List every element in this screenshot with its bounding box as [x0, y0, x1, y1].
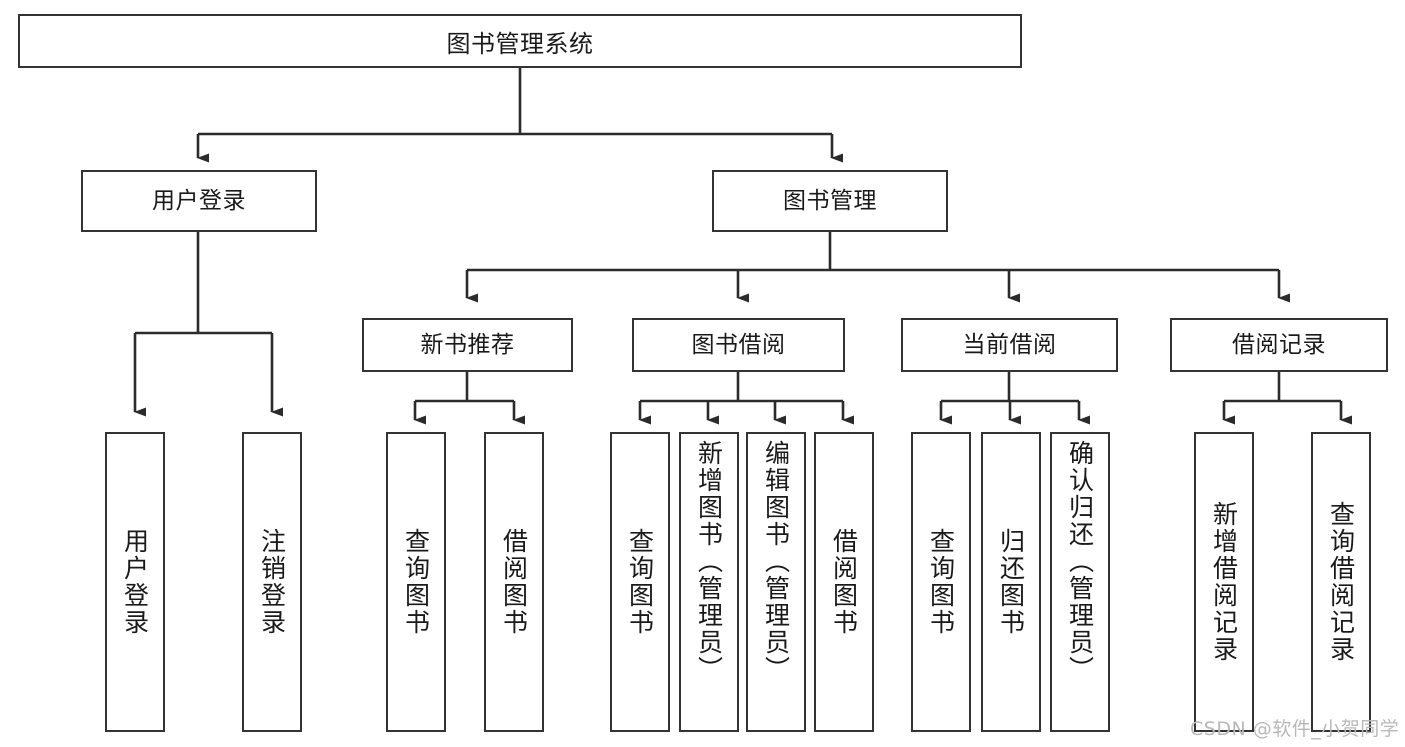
node-label: 查询图书	[401, 528, 431, 636]
node-label: 图书管理系统	[446, 29, 594, 58]
node-label: 用户登录	[120, 528, 150, 636]
node-label: 用户登录	[152, 187, 246, 214]
node-label: 归还图书	[996, 528, 1026, 636]
node-leaf-query-book-2[interactable]: 查询图书	[610, 432, 670, 732]
node-leaf-add-book[interactable]: 新增图书（管理员）	[679, 432, 739, 732]
node-leaf-borrow-book-2[interactable]: 借阅图书	[814, 432, 874, 732]
node-label: 图书借阅	[691, 331, 786, 358]
node-root-system[interactable]: 图书管理系统	[18, 14, 1022, 68]
node-borrow-record[interactable]: 借阅记录	[1170, 318, 1388, 372]
csdn-watermark: CSDN @软件_小贺同学	[1190, 718, 1400, 740]
node-label: 当前借阅	[962, 331, 1057, 358]
node-leaf-user-login[interactable]: 用户登录	[105, 432, 165, 732]
node-label: 编辑图书（管理员）	[761, 440, 791, 683]
node-leaf-query-book-1[interactable]: 查询图书	[386, 432, 446, 732]
node-label: 新增借阅记录	[1209, 501, 1239, 663]
node-label: 借阅记录	[1232, 331, 1326, 358]
node-leaf-confirm-return[interactable]: 确认归还（管理员）	[1050, 432, 1110, 732]
node-label: 借阅图书	[829, 528, 859, 636]
node-label: 图书管理	[783, 187, 877, 214]
node-label: 确认归还（管理员）	[1065, 440, 1095, 683]
node-label: 查询借阅记录	[1326, 501, 1356, 663]
node-leaf-add-record[interactable]: 新增借阅记录	[1194, 432, 1254, 732]
node-book-borrow[interactable]: 图书借阅	[632, 318, 845, 372]
node-book-manage[interactable]: 图书管理	[712, 170, 948, 232]
node-label: 借阅图书	[499, 528, 529, 636]
node-leaf-edit-book[interactable]: 编辑图书（管理员）	[746, 432, 806, 732]
node-label: 新增图书（管理员）	[694, 440, 724, 683]
node-leaf-query-record[interactable]: 查询借阅记录	[1311, 432, 1371, 732]
node-label: 新书推荐	[420, 331, 515, 358]
node-leaf-return-book[interactable]: 归还图书	[981, 432, 1041, 732]
node-user-login[interactable]: 用户登录	[81, 170, 317, 232]
node-leaf-logout-login[interactable]: 注销登录	[242, 432, 302, 732]
node-label: 查询图书	[625, 528, 655, 636]
node-label: 查询图书	[926, 528, 956, 636]
node-leaf-query-book-3[interactable]: 查询图书	[911, 432, 971, 732]
node-label: 注销登录	[257, 528, 287, 636]
node-current-borrow[interactable]: 当前借阅	[901, 318, 1118, 372]
node-new-book-recommend[interactable]: 新书推荐	[362, 318, 573, 372]
node-leaf-borrow-book-1[interactable]: 借阅图书	[484, 432, 544, 732]
